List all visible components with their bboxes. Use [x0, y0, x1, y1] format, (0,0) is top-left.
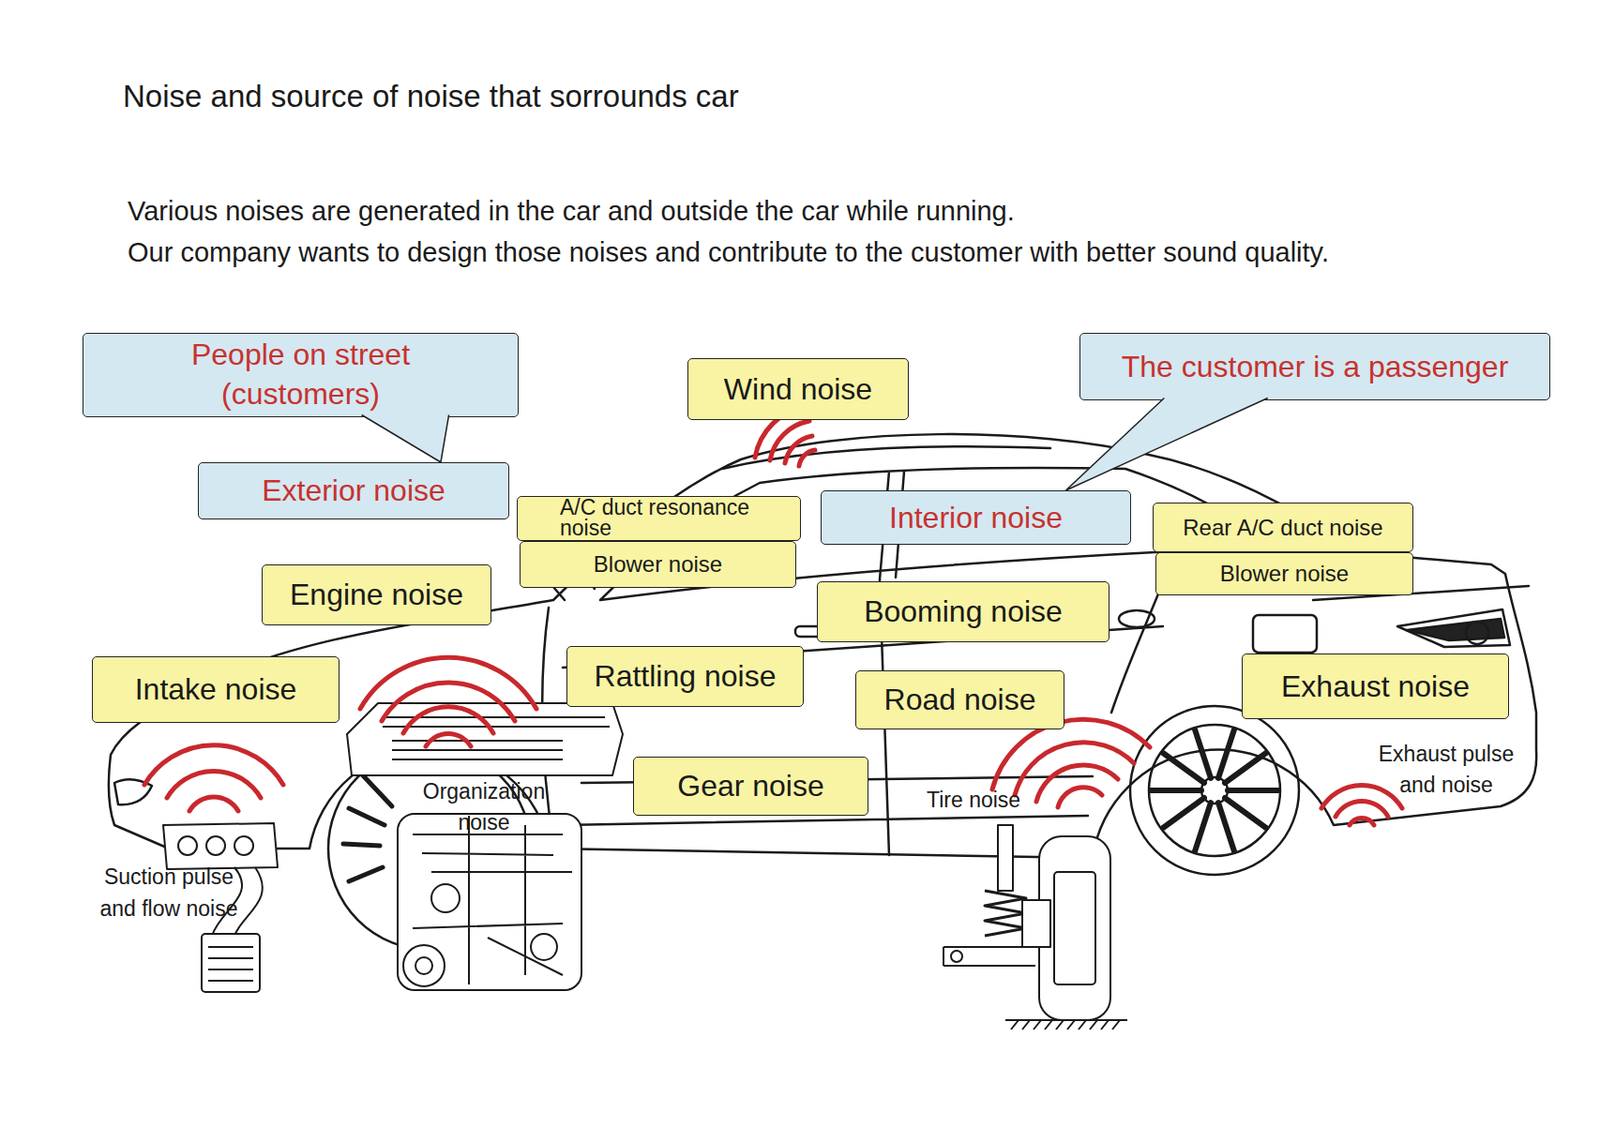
engine-pulley [403, 945, 445, 987]
box-text: Engine noise [289, 577, 464, 613]
engine-block [397, 814, 582, 991]
intake-manifold [163, 823, 278, 870]
description-text: Various noises are generated in the car … [127, 190, 1516, 232]
box-text: The customer is a passenger [1121, 349, 1510, 385]
front-wheel-spokes [343, 773, 393, 882]
engine-cover-ridges [382, 717, 610, 760]
box-text: A/C duct resonance noise [559, 498, 776, 540]
part-label: Suction pulse and flow noise [93, 860, 244, 925]
callout-box: Interior noise [820, 490, 1132, 545]
noise-box: Intake noise [91, 656, 340, 724]
intake-runner [206, 836, 226, 856]
part-label: Organization noise [404, 776, 564, 839]
door-handle [1118, 610, 1155, 628]
engine-pulley [530, 934, 558, 961]
tail-light [1397, 609, 1510, 648]
box-text: Interior noise [889, 500, 1063, 536]
box-text: Rear A/C duct noise [1182, 514, 1383, 542]
noise-box: Booming noise [816, 581, 1110, 643]
intake-runner [178, 836, 197, 856]
box-text: Exterior noise [261, 473, 446, 509]
noise-box: Rattling noise [566, 646, 804, 708]
engine-pulley [431, 884, 460, 913]
noise-waves [360, 657, 537, 747]
knuckle [1022, 900, 1051, 948]
noise-box: Blower noise [519, 541, 797, 589]
box-text: Blower noise [593, 551, 723, 578]
noise-waves [1321, 785, 1403, 826]
fuel-door [1252, 615, 1317, 653]
box-text: Rattling noise [594, 659, 777, 695]
engine-pulley [415, 957, 433, 975]
intake-runner [234, 836, 254, 856]
part-label: Tire noise [926, 785, 1058, 815]
rim-section [1054, 872, 1096, 985]
noise-box: Engine noise [261, 564, 492, 626]
callout-tail [362, 415, 450, 464]
diagram-title: Noise and source of noise that sorrounds… [122, 78, 740, 115]
noise-waves [144, 745, 284, 812]
tail-light-stripe [1406, 618, 1505, 641]
part-label: Exhaust pulse and noise [1359, 739, 1533, 801]
description-text: Our company wants to design those noises… [127, 231, 1460, 273]
rear-rim [1148, 724, 1281, 857]
noise-box: A/C duct resonance noise [516, 496, 801, 542]
air-box [201, 934, 260, 993]
noise-box: Wind noise [687, 358, 909, 421]
box-text: Booming noise [863, 594, 1063, 630]
box-text: Blower noise [1220, 560, 1349, 588]
box-text: Wind noise [724, 372, 873, 408]
strut [997, 825, 1013, 891]
air-box-ribs [208, 947, 254, 982]
noise-box: Road noise [855, 670, 1065, 730]
noise-box: Blower noise [1155, 552, 1414, 596]
car-body [108, 434, 1537, 859]
coil-spring [984, 890, 1027, 936]
noise-box: Rear A/C duct noise [1152, 502, 1414, 553]
box-text: Intake noise [135, 672, 298, 708]
callout-box: Exterior noise [197, 462, 510, 520]
box-text: Road noise [884, 682, 1037, 718]
rear-wheel-spokes [1150, 729, 1279, 852]
lower-arm [943, 947, 1036, 967]
noise-box: Exhaust noise [1241, 653, 1510, 720]
callout-box: The customer is a passenger [1079, 332, 1551, 401]
callout-box: People on street (customers) [82, 332, 519, 418]
door-lines [542, 553, 1529, 856]
ground-hatch [1005, 1020, 1128, 1030]
arm-bushing [950, 950, 963, 963]
box-text: People on street (customers) [165, 335, 438, 414]
callout-tail [1065, 398, 1268, 492]
tail-lamp [1465, 621, 1489, 645]
box-text: Exhaust noise [1281, 669, 1470, 705]
rear-tire [1130, 706, 1299, 876]
box-text: Gear noise [677, 769, 825, 804]
noise-box: Gear noise [633, 756, 869, 816]
